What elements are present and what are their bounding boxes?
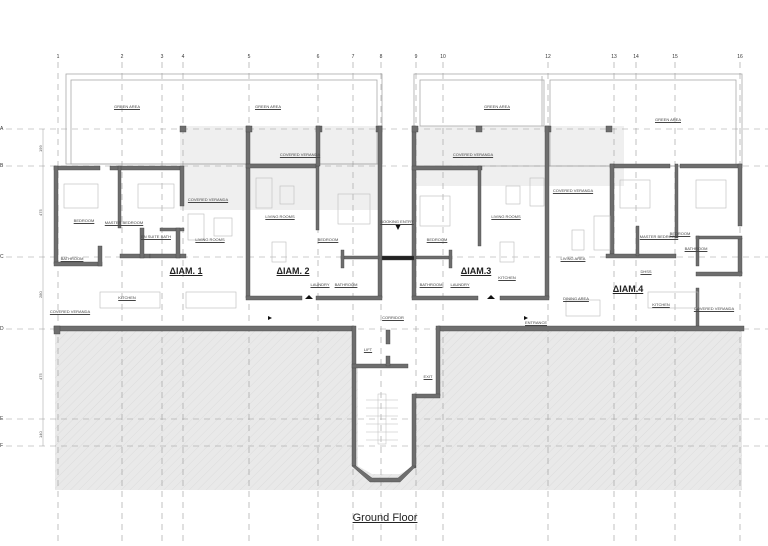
room-label: GREEN AREA xyxy=(254,104,282,109)
room-label: COVERED VERANDA xyxy=(452,152,494,157)
room-label: COVERED VERANDA xyxy=(49,309,91,314)
room-label: DHSS xyxy=(640,269,652,274)
grid-column-label: 9 xyxy=(414,54,418,60)
room-label: COVERED VERANDA xyxy=(279,152,321,157)
grid-row-label: C xyxy=(0,254,4,260)
walls xyxy=(53,125,745,483)
room-label: COVERED VERANDA xyxy=(693,306,735,311)
room-label: LIVING ROOMS xyxy=(491,214,521,219)
room-label: BEDROOM xyxy=(317,237,339,242)
room-label: COVERED VERANDA xyxy=(552,188,594,193)
grid-row-label: A xyxy=(0,126,4,132)
grid-column-label: 7 xyxy=(351,54,355,60)
apartment-label-4: ΔΙΑΜ.4 xyxy=(612,284,644,294)
room-label: KITCHEN xyxy=(652,302,670,307)
grid-column-label: 2 xyxy=(120,54,124,60)
dimension-label: 475 xyxy=(38,209,43,216)
room-label: COVERED VERANDA xyxy=(187,197,229,202)
room-label: LAUNDRY xyxy=(310,282,330,287)
room-label: BATHROOM xyxy=(334,282,358,287)
apartment-label-2: ΔΙΑΜ. 2 xyxy=(276,266,310,276)
room-label: EXIT xyxy=(423,374,433,379)
grid-column-label: 5 xyxy=(247,54,251,60)
room-label: MASTER BEDROOM xyxy=(639,234,679,239)
green-area-outlines xyxy=(65,73,743,167)
room-label: CORRIDOR xyxy=(382,315,404,320)
room-label: BATHROOM xyxy=(684,246,708,251)
grid-column-label: 6 xyxy=(316,54,320,60)
drawing-title: Ground Floor xyxy=(352,512,418,524)
staircase xyxy=(366,393,398,445)
room-label: LIFT xyxy=(363,347,373,352)
grid-column-label: 12 xyxy=(545,54,551,60)
room-label: BEDROOM xyxy=(426,237,448,242)
grid-column-label: 15 xyxy=(672,54,678,60)
room-label: BEDROOM xyxy=(73,218,95,223)
room-label: BEDROOM xyxy=(669,231,691,236)
room-label: LIVING ROOMS xyxy=(265,214,295,219)
room-label: GREEN AREA xyxy=(483,104,511,109)
room-label: EN SUITE BATH xyxy=(141,234,171,239)
dimension-label: 475 xyxy=(38,373,43,380)
room-label: GREEN AREA xyxy=(113,104,141,109)
grid-column-label: 3 xyxy=(160,54,164,60)
grid-column-label: 4 xyxy=(181,54,185,60)
grid-row-label: B xyxy=(0,163,4,169)
furniture xyxy=(63,177,727,317)
grid-column-label: 16 xyxy=(737,54,743,60)
grid-column-label: 8 xyxy=(379,54,383,60)
room-label: GREEN AREA xyxy=(654,117,682,122)
room-label: DINING AREA xyxy=(563,296,589,301)
dimension-label: 280 xyxy=(38,291,43,298)
room-label: BATHROOM xyxy=(60,256,84,261)
grid-column-label: 14 xyxy=(633,54,639,60)
grid-row-label: F xyxy=(0,443,4,449)
room-label: BATHROOM xyxy=(419,282,443,287)
room-label: ENTRANCE xyxy=(524,320,548,325)
room-label: LIVING AREA xyxy=(560,256,586,261)
dimension-label: 199 xyxy=(38,145,43,152)
entrance-arrows xyxy=(268,224,528,320)
apartment-label-3: ΔΙΑΜ.3 xyxy=(460,266,492,276)
grid-column-label: 1 xyxy=(56,54,60,60)
grid-row-label: E xyxy=(0,416,4,422)
grid-column-label: 13 xyxy=(611,54,617,60)
apartment-label-1: ΔΙΑΜ. 1 xyxy=(169,266,203,276)
room-label: LIVING ROOMS xyxy=(195,237,225,242)
room-label: KITCHEN xyxy=(498,275,516,280)
room-label: KITCHEN xyxy=(118,295,136,300)
room-label: MASTER BEDROOM xyxy=(104,220,144,225)
room-label: BOOKING ENTRY xyxy=(380,219,414,224)
room-label: LAUNDRY xyxy=(450,282,470,287)
grid-column-label: 10 xyxy=(440,54,446,60)
grid-row-label: D xyxy=(0,326,4,332)
dimension-label: 140 xyxy=(38,431,43,438)
